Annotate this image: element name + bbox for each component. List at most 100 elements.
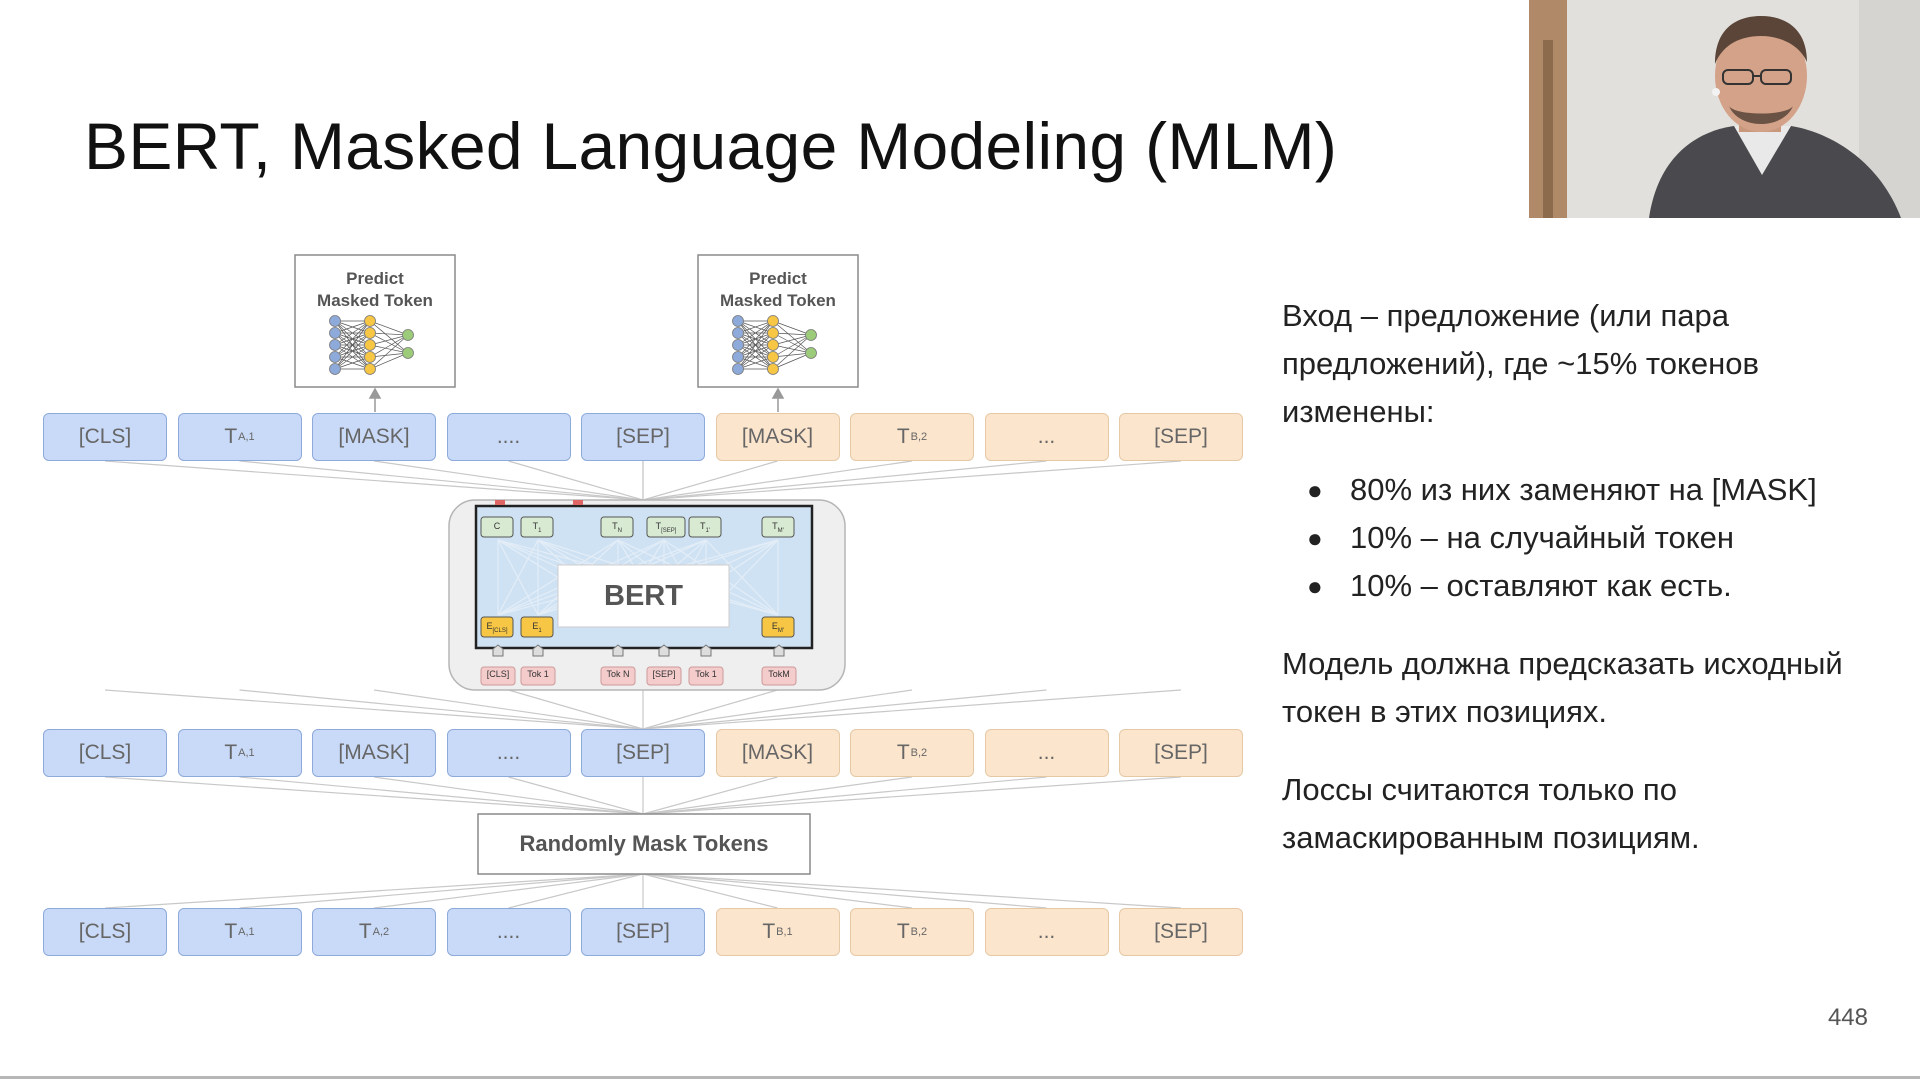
bert-input-mini <box>600 666 636 686</box>
network-edge <box>334 320 371 370</box>
network-node <box>364 363 376 375</box>
token-text: [SEP] <box>616 741 670 764</box>
token-subscript: B,2 <box>910 926 928 938</box>
token-text: T <box>896 425 910 448</box>
network-node <box>767 363 779 375</box>
connector-line <box>642 460 913 501</box>
bullet-item: ●10% – на случайный токен <box>1282 514 1892 562</box>
intro-text: Вход – предложение (или пара предложений… <box>1282 298 1759 429</box>
token-text: T <box>358 920 372 943</box>
connector-line <box>373 689 644 730</box>
network-edge <box>772 332 812 354</box>
connector-line <box>104 460 644 501</box>
bert-input-arrow <box>773 644 785 657</box>
bert-input-mini-label: [CLS] <box>486 669 510 679</box>
bert-input-mini-label: Tok N <box>606 669 630 679</box>
paragraph-2: Лоссы считаются только по замаскированны… <box>1282 772 1700 855</box>
token-text: [CLS] <box>78 920 132 943</box>
bert-input-mini <box>761 666 797 686</box>
network-node <box>329 315 341 327</box>
bert-input-arrow <box>492 644 504 657</box>
input-token: .... <box>446 908 571 956</box>
output-token: [MASK] <box>715 413 840 461</box>
explanation-panel: Вход – предложение (или пара предложений… <box>1282 292 1892 862</box>
network-edge <box>772 352 812 358</box>
network-edge <box>369 334 409 370</box>
bert-output-mini-label: TN <box>612 521 622 534</box>
bullet-list: ●80% из них заменяют на [MASK] ●10% – на… <box>1282 466 1892 610</box>
token-subscript: A,1 <box>238 431 255 443</box>
network-edge <box>369 320 409 336</box>
bert-embedding-mini-label: EM' <box>771 621 785 634</box>
network-node <box>364 315 376 327</box>
bert-input-arrow <box>700 644 712 657</box>
connector-line <box>239 689 644 730</box>
paragraph-1: Модель должна предсказать исходный токен… <box>1282 646 1843 729</box>
predict-label-right: Predict Masked Token <box>720 269 836 310</box>
token-subscript: B,2 <box>910 747 928 759</box>
token-subscript: B,1 <box>776 926 793 938</box>
bert-embedding-mini-label: E[CLS] <box>486 621 508 634</box>
bert-embedding-mini <box>520 616 554 638</box>
network-node <box>767 315 779 327</box>
token-text: T <box>896 741 910 764</box>
network-edge <box>334 320 371 346</box>
bert-input-mini <box>480 666 516 686</box>
network-node <box>329 339 341 351</box>
masked-token: [MASK] <box>715 729 840 777</box>
bert-embedding-mini <box>480 616 514 638</box>
neural-network-icons <box>329 315 817 375</box>
token-text: .... <box>496 741 521 764</box>
bert-embedding-mini-label: E1 <box>532 621 542 634</box>
connector-line <box>239 873 644 909</box>
input-token: [SEP] <box>581 908 705 956</box>
predict-arrows <box>368 387 785 412</box>
network-node <box>732 351 744 363</box>
connector-line <box>239 460 644 501</box>
connector-line <box>104 873 644 909</box>
token-text: .... <box>496 425 521 448</box>
network-node <box>732 315 744 327</box>
bullet-text: 80% из них заменяют на [MASK] <box>1350 472 1817 507</box>
bert-mlm-diagram <box>104 254 1182 909</box>
footer-bar <box>0 1076 1920 1079</box>
presenter-webcam <box>1529 0 1920 218</box>
network-edge <box>737 320 774 370</box>
network-edge <box>772 334 812 370</box>
token-subscript: B,2 <box>910 431 928 443</box>
output-token: [SEP] <box>1119 413 1243 461</box>
bert-input-mini <box>646 666 682 686</box>
input-token: ... <box>984 908 1109 956</box>
bert-output-mini-label: T1 <box>532 521 542 534</box>
output-token: [CLS] <box>43 413 167 461</box>
token-text: [MASK] <box>338 425 410 448</box>
token-text: T <box>896 920 910 943</box>
input-token: [SEP] <box>1119 908 1243 956</box>
bert-input-mini-label: [SEP] <box>652 669 676 679</box>
network-edge <box>334 344 371 370</box>
token-text: [MASK] <box>741 425 814 448</box>
bullet-item: ●80% из них заменяют на [MASK] <box>1282 466 1892 514</box>
bullet-dot: ● <box>1307 571 1323 601</box>
output-token: [SEP] <box>581 413 705 461</box>
connector-line <box>642 460 1182 501</box>
token-text: [SEP] <box>1154 920 1208 943</box>
network-edge <box>737 320 774 346</box>
network-edge <box>772 352 812 370</box>
connector-line <box>642 873 913 909</box>
token-text: ... <box>1037 425 1056 448</box>
token-text: .... <box>496 920 521 943</box>
network-edge <box>369 352 409 370</box>
connector-line <box>508 460 644 501</box>
network-edge <box>772 320 812 336</box>
bert-embedding-mini <box>761 616 795 638</box>
bert-inner-line <box>497 539 539 616</box>
token-text: [MASK] <box>741 741 814 764</box>
connector-line <box>104 689 644 730</box>
bert-mini-tokens <box>480 516 797 686</box>
token-text: [MASK] <box>338 741 410 764</box>
network-edge <box>334 332 371 370</box>
